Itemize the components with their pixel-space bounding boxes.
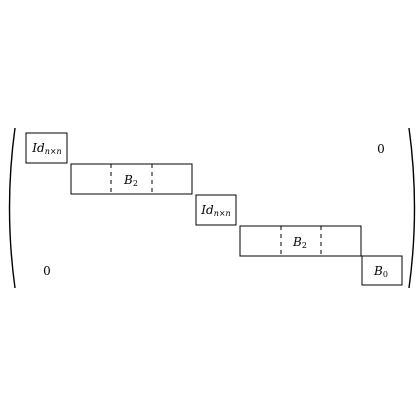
- b2-block-1-label: B2: [123, 173, 138, 188]
- b2-block-1-box: [70, 163, 193, 195]
- identity-block-2-box: [195, 194, 237, 226]
- identity-block-2-label: Idn×n: [200, 203, 230, 218]
- b0-block-box: [361, 255, 403, 286]
- b2-block-2-label: B2: [292, 235, 307, 250]
- zero-upper-right: 0: [377, 142, 385, 156]
- zero-lower-left: 0: [43, 264, 51, 278]
- b0-block-label: B0: [373, 264, 388, 279]
- identity-block-2: Idn×n: [195, 194, 237, 226]
- b2-block-1: B2: [70, 163, 193, 195]
- b2-block-2: B2: [239, 225, 362, 257]
- b2-block-2-box: [239, 225, 362, 257]
- b0-block: B0: [361, 255, 403, 286]
- identity-block-1-box: [25, 132, 68, 164]
- identity-block-1: Idn×n: [25, 132, 68, 164]
- right-parenthesis: [408, 127, 416, 289]
- identity-block-1-label: Idn×n: [31, 141, 61, 156]
- left-parenthesis: [8, 127, 16, 289]
